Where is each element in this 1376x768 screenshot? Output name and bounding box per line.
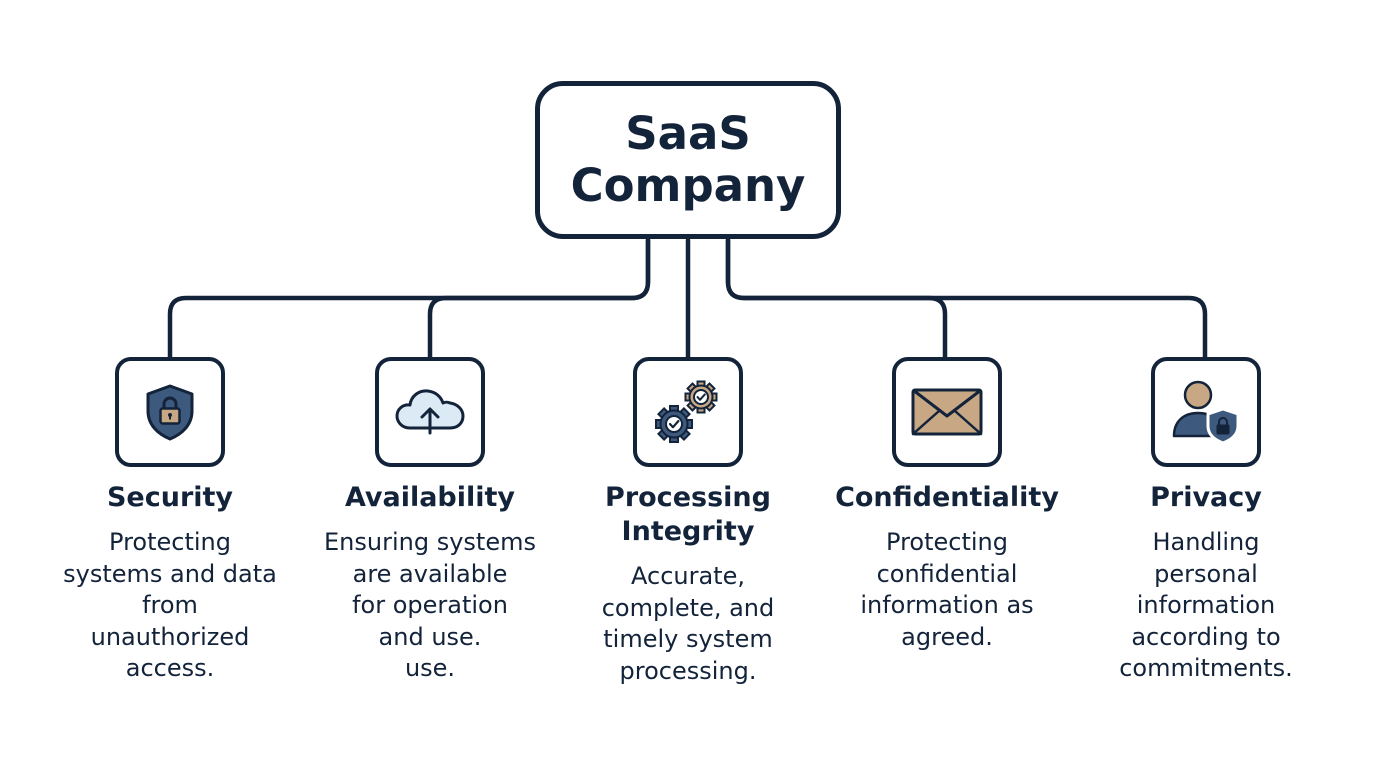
node-description-processing-integrity: Accurate, complete, and timely system pr… [601, 562, 775, 685]
connector-availability [427, 237, 651, 360]
icon-box-availability [375, 357, 485, 467]
node-description-privacy: Handling personal information according … [1119, 528, 1293, 682]
root-title: SaaS Company [570, 107, 806, 212]
node-processing-integrity: Processing Integrity Accurate, complete,… [568, 357, 808, 687]
icon-box-processing-integrity [633, 357, 743, 467]
node-security: Security Protecting systems and data fro… [50, 357, 290, 685]
node-title-security: Security [106, 482, 234, 513]
node-description-confidentiality: Protecting confidential information as a… [860, 528, 1034, 651]
icon-box-security [115, 357, 225, 467]
node-confidentiality: Confidentiality Protecting confidential … [827, 357, 1067, 653]
node-privacy: Privacy Handling personal information ac… [1086, 357, 1326, 685]
user-shield-icon [1172, 380, 1240, 445]
node-availability: Availability Ensuring systems are availa… [310, 357, 550, 685]
node-title-privacy: Privacy [1150, 482, 1262, 513]
connector-privacy [725, 237, 1208, 360]
node-title-confidentiality: Confidentiality [835, 482, 1059, 513]
envelope-icon [911, 388, 983, 436]
node-description-availability: Ensuring systems are available for opera… [324, 528, 536, 682]
shield-lock-icon [146, 384, 194, 441]
icon-box-privacy [1151, 357, 1261, 467]
node-title-processing-integrity: Processing Integrity [605, 482, 771, 547]
node-description-security: Protecting systems and data from unautho… [63, 528, 277, 682]
icon-box-confidentiality [892, 357, 1002, 467]
gears-check-icon [655, 380, 718, 443]
node-title-availability: Availability [344, 482, 516, 513]
cloud-upload-icon [395, 389, 465, 435]
root-node: SaaS Company [535, 81, 841, 239]
